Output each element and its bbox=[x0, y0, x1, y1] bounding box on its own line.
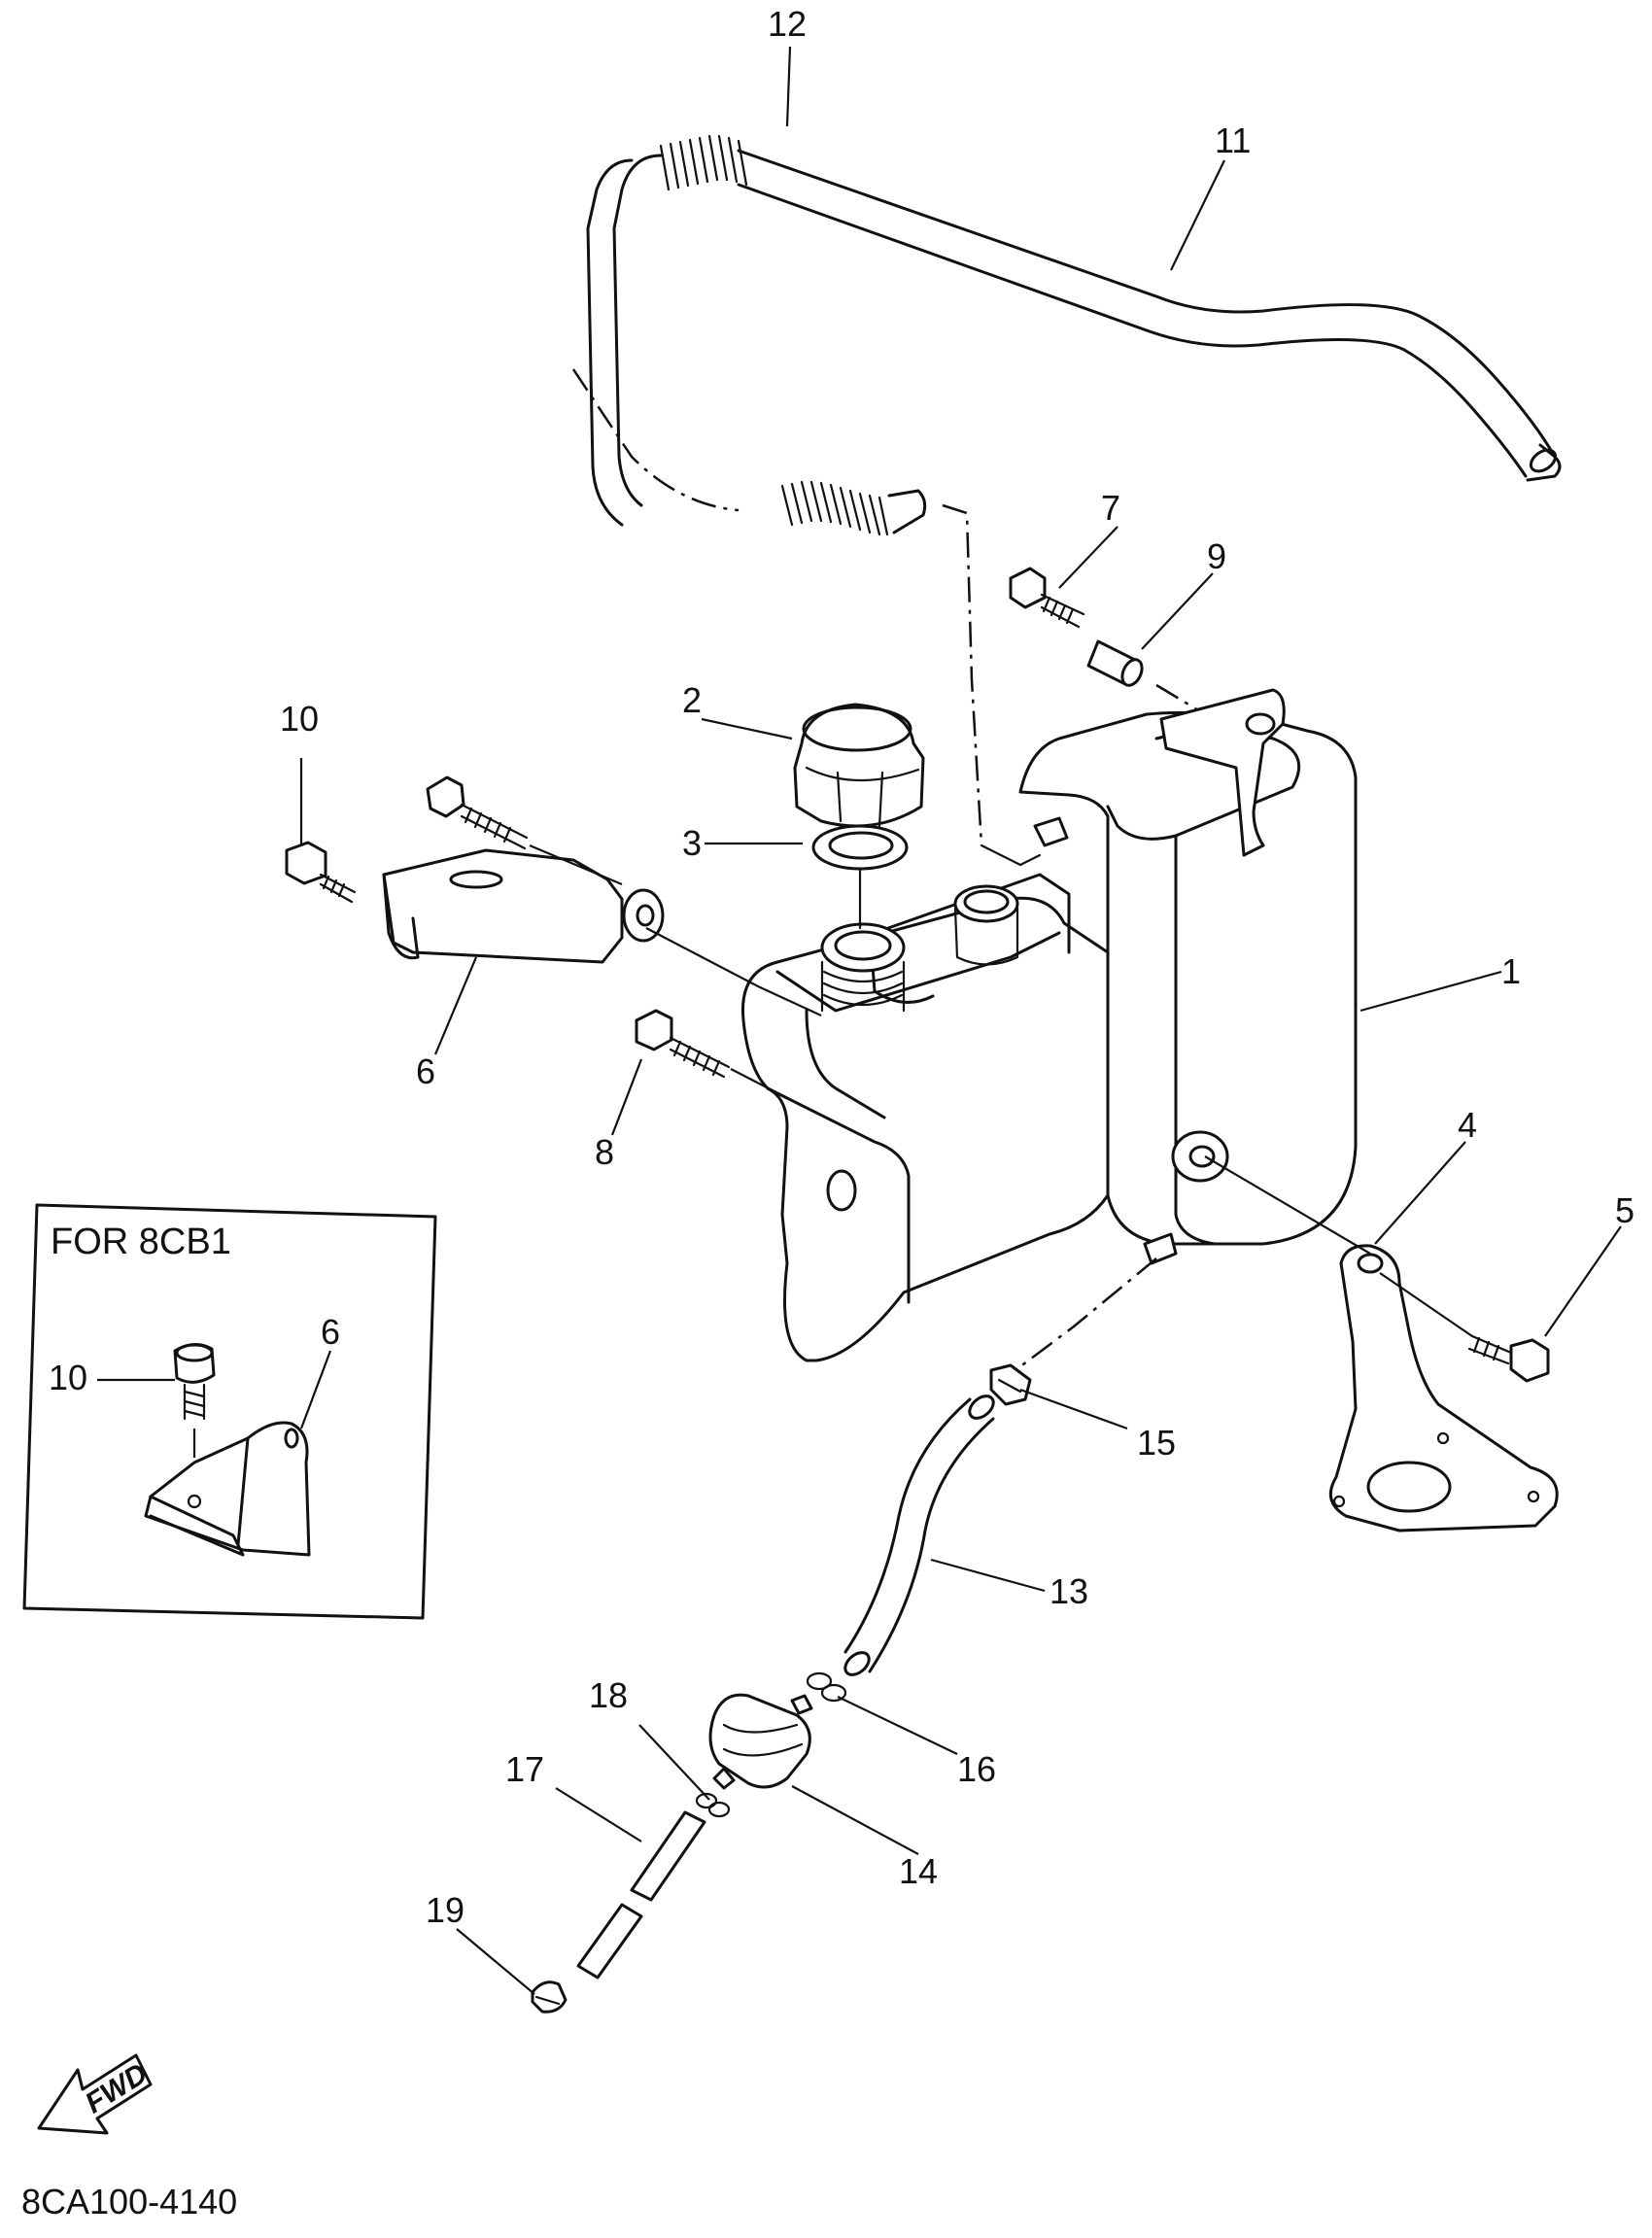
clip-16-icon bbox=[806, 1671, 847, 1703]
label-13: 13 bbox=[1050, 1571, 1088, 1611]
label-6: 6 bbox=[416, 1051, 435, 1091]
label-8: 8 bbox=[595, 1132, 614, 1172]
label-1: 1 bbox=[1501, 951, 1521, 991]
hose-spring-icon bbox=[659, 134, 748, 191]
label-7: 7 bbox=[1101, 488, 1120, 528]
label-10: 10 bbox=[280, 699, 319, 739]
label-16: 16 bbox=[957, 1749, 996, 1789]
bracket-4-icon bbox=[1328, 1244, 1559, 1532]
clamp-19-icon bbox=[531, 1980, 568, 2014]
collar-9-icon bbox=[1086, 639, 1144, 687]
label-19: 19 bbox=[426, 1890, 465, 1930]
filler-cap-2-icon bbox=[793, 703, 925, 828]
oil-tank-icon bbox=[740, 688, 1358, 1362]
nut-10-icon bbox=[285, 841, 357, 904]
label-12: 12 bbox=[768, 4, 807, 44]
callout-labels: 12 11 7 9 2 10 3 1 6 8 4 5 15 13 18 17 1… bbox=[280, 4, 1635, 1930]
breather-hose bbox=[586, 134, 1562, 527]
inset-label-10: 10 bbox=[49, 1358, 87, 1397]
fwd-arrow-icon: FWD bbox=[37, 2053, 154, 2135]
label-11: 11 bbox=[1215, 121, 1251, 160]
bracket-6-icon bbox=[382, 848, 665, 964]
diagram-code: 8CA100-4140 bbox=[21, 2182, 237, 2221]
bolt-7-icon bbox=[1009, 567, 1085, 629]
inset-label-6: 6 bbox=[321, 1312, 340, 1352]
check-valve-14-icon bbox=[708, 1693, 813, 1790]
inset-bracket-icon bbox=[144, 1421, 311, 1557]
bolt-5-icon bbox=[1467, 1334, 1550, 1383]
callout-leaders bbox=[299, 46, 1622, 1995]
label-5: 5 bbox=[1615, 1190, 1635, 1230]
hose-17-icon bbox=[576, 1810, 706, 1980]
inset-bolt-icon bbox=[173, 1343, 216, 1458]
gasket-3-icon bbox=[811, 824, 909, 871]
bolt-8-icon bbox=[635, 1009, 731, 1079]
clip-18-icon bbox=[695, 1792, 731, 1818]
label-18: 18 bbox=[589, 1675, 628, 1715]
clamp-15-icon bbox=[989, 1363, 1032, 1406]
inset-for-8cb1: FOR 8CB1 10 6 bbox=[22, 1203, 437, 1620]
hose-13-icon bbox=[843, 1394, 995, 1676]
label-2: 2 bbox=[682, 680, 702, 720]
label-3: 3 bbox=[682, 823, 702, 863]
label-9: 9 bbox=[1207, 536, 1226, 576]
inset-title: FOR 8CB1 bbox=[51, 1222, 231, 1262]
label-4: 4 bbox=[1458, 1105, 1477, 1145]
hose-lower-section bbox=[571, 368, 1042, 867]
label-17: 17 bbox=[505, 1749, 544, 1789]
label-15: 15 bbox=[1137, 1423, 1176, 1463]
label-14: 14 bbox=[899, 1851, 938, 1891]
bolt-6-icon bbox=[426, 775, 529, 850]
